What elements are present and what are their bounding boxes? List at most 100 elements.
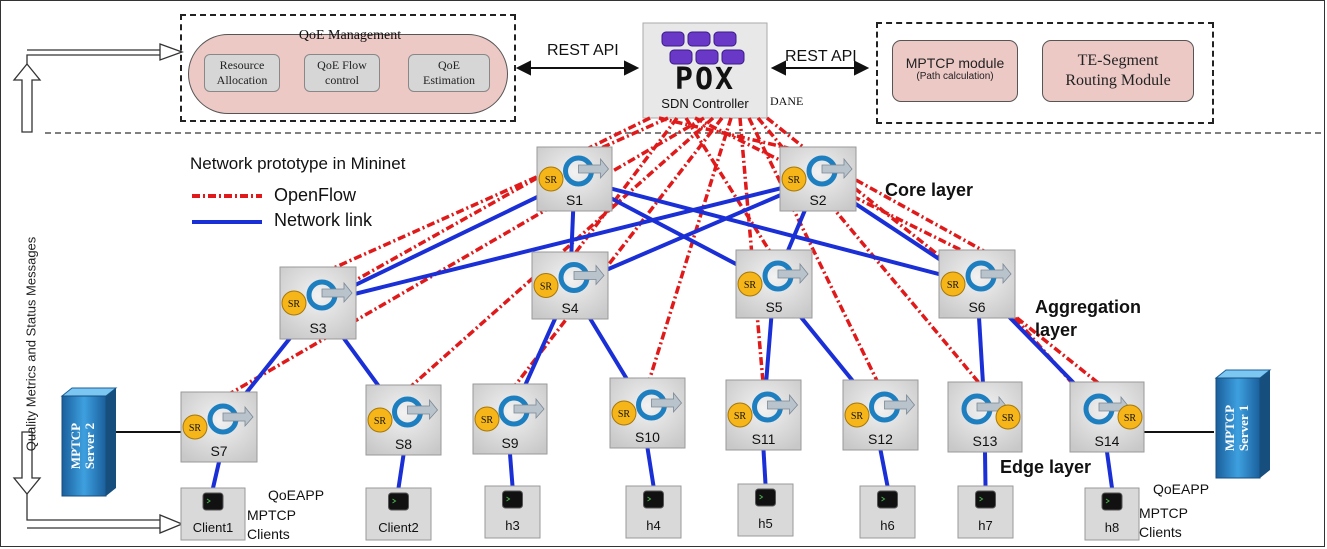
host-link [645, 447, 656, 487]
host-h8[interactable] [1084, 487, 1140, 541]
switch-s11[interactable]: SR [725, 379, 802, 451]
host-label-h8: h8 [1104, 520, 1120, 535]
sr-badge-text: SR [540, 282, 553, 293]
openflow-link [402, 116, 715, 395]
qoe-flow-control-button[interactable]: QoE Flow control [304, 54, 380, 92]
host-label-h7: h7 [978, 518, 993, 533]
sr-badge-text: SR [947, 280, 960, 291]
switch-s1[interactable]: SR [536, 146, 613, 212]
openflow-link [658, 116, 819, 157]
switch-arrow-icon [767, 393, 799, 416]
host-link [1105, 451, 1114, 489]
switch-arrow-icon [578, 157, 610, 180]
dane-box: MPTCP module (Path calculation) TE-Segme… [876, 22, 1214, 124]
mptcp-module-sub: (Path calculation) [916, 71, 994, 82]
host-link [761, 449, 768, 485]
host-label-client1: Client1 [192, 520, 234, 535]
sr-badge-text: SR [851, 411, 864, 422]
switch-label-s13: S13 [972, 433, 998, 449]
switch-s7[interactable]: SR [180, 391, 258, 463]
switch-arrow-icon [222, 405, 254, 428]
switch-label-s5: S5 [765, 299, 783, 315]
sdn-controller[interactable] [642, 22, 768, 119]
sr-badge [781, 166, 807, 192]
sr-badge [474, 406, 500, 432]
terminal-icon [975, 490, 996, 509]
network-link [569, 177, 819, 288]
sdn-controller-label: SDN Controller [661, 96, 749, 111]
terminal-icon [1101, 492, 1123, 511]
sr-badge-text: SR [189, 423, 202, 434]
server-text: MPTCP [1222, 405, 1237, 451]
switch-arrow-icon [321, 281, 353, 304]
sr-badge [727, 402, 753, 428]
switch-arrow-icon [884, 393, 916, 416]
switch-s9[interactable]: SR [472, 383, 548, 455]
left-mptcp-label: MPTCP [247, 507, 296, 523]
switch-s4[interactable]: SR [531, 251, 609, 320]
pox-logo-icon [661, 31, 745, 65]
terminal-prompt-icon [979, 496, 984, 502]
rest-api-left-label: REST API [547, 42, 619, 59]
host-h6[interactable] [859, 485, 916, 539]
host-client1[interactable] [180, 487, 246, 541]
switch-s3[interactable]: SR [279, 266, 357, 340]
core-layer-label: Core layer [885, 180, 974, 200]
switch-s12[interactable]: SR [842, 379, 919, 451]
pox-logo-text: POX [674, 62, 736, 97]
switch-label-s14: S14 [1094, 433, 1120, 449]
te-segment-routing-button[interactable]: TE-Segment Routing Module [1042, 40, 1194, 102]
switch-s13[interactable]: SR [947, 381, 1023, 453]
switch-s2[interactable]: SR [779, 146, 857, 212]
mptcp-module-button[interactable]: MPTCP module (Path calculation) [892, 40, 1018, 102]
host-h4[interactable] [625, 485, 682, 539]
switch-s6[interactable]: SR [938, 249, 1016, 319]
host-link [983, 451, 988, 487]
switch-arrow-icon [513, 397, 545, 420]
host-label-h5: h5 [758, 516, 773, 531]
resource-allocation-line2: Allocation [216, 73, 268, 87]
qoe-estimation-button[interactable]: QoE Estimation [408, 54, 490, 92]
terminal-icon [388, 492, 409, 511]
switch-label-s6: S6 [968, 299, 986, 315]
host-label-client2: Client2 [378, 520, 419, 535]
openflow-link [684, 117, 776, 259]
sr-badge [611, 400, 637, 426]
host-h3[interactable] [484, 485, 541, 539]
terminal-icon [502, 490, 523, 509]
switch-body [725, 379, 802, 451]
qoe-flow-control-line2: control [325, 73, 359, 87]
switch-s10[interactable]: SR [609, 377, 686, 449]
switch-s14[interactable]: SR [1069, 381, 1145, 453]
switch-arrow-icon [573, 264, 605, 286]
host-client2[interactable] [365, 487, 432, 541]
switch-label-s4: S4 [561, 300, 579, 316]
resource-allocation-button[interactable]: Resource Allocation [204, 54, 280, 92]
rest-api-right-label: REST API [785, 48, 857, 65]
sr-badge [995, 404, 1021, 430]
host-label-h3: h3 [505, 518, 520, 533]
legend-network-link: Network link [274, 210, 373, 230]
terminal-prompt-icon [1105, 498, 1110, 504]
legend-openflow: OpenFlow [274, 185, 357, 205]
switch-arrow-icon [821, 157, 853, 180]
switch-label-s8: S8 [394, 436, 413, 452]
host-link [508, 453, 515, 487]
switch-s8[interactable]: SR [365, 384, 442, 456]
side-status-text: Quality Metrics and Status Messages [23, 236, 39, 452]
qoe-estimation-line1: QoE [438, 58, 460, 72]
switch-s5[interactable]: SR [735, 249, 813, 319]
terminal-icon [877, 490, 898, 509]
switch-label-s2: S2 [809, 192, 827, 208]
openflow-link [645, 117, 733, 387]
sr-badge [737, 271, 763, 297]
qoe-management-title: QoE Management [298, 28, 402, 43]
host-h7[interactable] [957, 485, 1014, 539]
sr-badge [367, 407, 393, 433]
host-h5[interactable] [737, 483, 794, 537]
side-arrow [12, 43, 184, 534]
switch-label-s11: S11 [751, 431, 776, 447]
